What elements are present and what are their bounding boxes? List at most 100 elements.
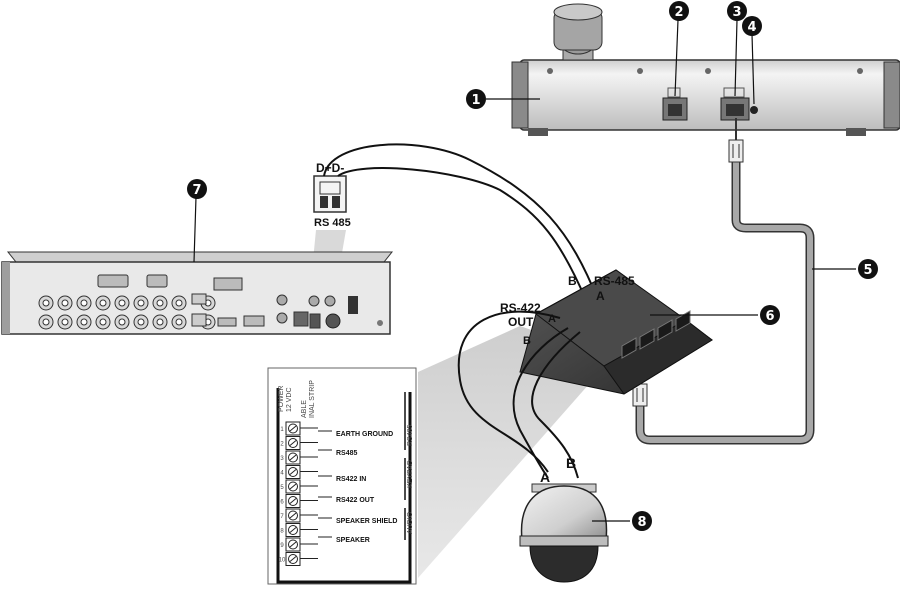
callout-5: 5: [858, 259, 878, 279]
hub-port: [657, 319, 673, 341]
leader-3: [734, 19, 738, 97]
bnc-connector-core: [99, 318, 107, 326]
terminal-row-label: RS422 OUT: [336, 497, 375, 504]
callout-7: 7: [187, 179, 207, 199]
terminal-screw-slot: [289, 483, 297, 490]
rs422-out-label-2: OUT: [508, 315, 534, 329]
callout-4: 4: [742, 16, 762, 36]
terminal-pin-number: 6: [280, 500, 284, 506]
bnc-connector-core: [175, 299, 183, 307]
svg-text:6: 6: [765, 309, 774, 324]
rs485-module-label: RS 485: [314, 217, 351, 229]
wire-a: [512, 327, 569, 479]
svg-text:7: 7: [192, 183, 201, 198]
svg-text:4: 4: [747, 20, 756, 35]
wire-module-d-plus: [323, 143, 599, 301]
terminal-pin-number: 8: [280, 529, 284, 535]
terminal-screw-slot: [289, 498, 297, 504]
rj45-plug-bottom: [632, 383, 648, 407]
terminal-pin-number: 5: [280, 485, 284, 491]
keyboard-port-3: [720, 87, 750, 121]
wire-b-label-top: B: [568, 274, 577, 288]
bnc-connector-core: [80, 318, 88, 326]
svg-text:5: 5: [863, 263, 872, 278]
terminal-screw-slot: [289, 527, 297, 533]
svg-text:2: 2: [674, 5, 683, 20]
wire-module-d-minus: [337, 167, 587, 301]
bnc-connector-core: [42, 318, 50, 326]
joystick: [553, 3, 603, 61]
terminal-screw-slot: [289, 454, 297, 461]
svg-text:8: 8: [637, 515, 646, 530]
rs485-hub-label: RS-485: [594, 274, 635, 288]
terminal-screw-slot: [289, 440, 297, 446]
wire-b: [531, 331, 581, 479]
terminal-screw-slot: [289, 512, 297, 519]
terminal-pin-number: 1: [280, 427, 284, 433]
wire-b-label-camera: B: [566, 455, 576, 471]
section-rs485: RS485: [407, 424, 414, 446]
terminal-row-label: SPEAKER: [336, 537, 370, 544]
bnc-connector-core: [61, 318, 69, 326]
callout-3: 3: [727, 1, 747, 21]
keyboard-controller: [511, 3, 900, 136]
terminal-row-label: RS485: [336, 450, 358, 457]
rs485-module: D+D- RS 485: [313, 161, 351, 229]
terminal-screw-slot: [289, 469, 297, 475]
bnc-connector-core: [175, 318, 183, 326]
callout-1: 1: [466, 89, 486, 109]
hub-port: [639, 328, 655, 350]
bnc-connector-core: [118, 318, 126, 326]
bnc-connector-core: [118, 299, 126, 307]
wire-a-label-camera: A: [540, 469, 550, 485]
leader-4: [751, 33, 755, 105]
terminal-strip-detail: POWER 12 VDC ABLE INAL STRIP RS485 KEYPA…: [267, 367, 417, 585]
module-pins-label: D+D-: [316, 161, 344, 175]
terminal-screw-slot: [289, 541, 297, 548]
leader-2: [674, 19, 679, 97]
svg-text:3: 3: [732, 5, 741, 20]
section-audio: AUDIO: [407, 511, 414, 534]
rs422-out-label-1: RS-422: [500, 301, 541, 315]
wire-b-label-mid: B: [523, 335, 531, 347]
junction-hub: [519, 269, 713, 395]
cable-header-1: ABLE: [301, 400, 308, 418]
wire-rs422-out: [457, 310, 561, 473]
callout-6: 6: [760, 305, 780, 325]
zoom-cone: [418, 326, 612, 578]
dvr-recorder: [1, 251, 394, 335]
bnc-connector-core: [137, 318, 145, 326]
power-header-2: 12 VDC: [286, 387, 293, 412]
callout-2: 2: [669, 1, 689, 21]
bnc-connector-core: [137, 299, 145, 307]
terminal-screw-slot: [289, 425, 297, 432]
keyboard-port-2: [662, 87, 688, 121]
bnc-connector-core: [156, 318, 164, 326]
bnc-connector-core: [156, 299, 164, 307]
cable-5: [635, 162, 815, 445]
rj45-plug-top: [728, 139, 744, 163]
dome-camera: [519, 483, 609, 583]
terminal-pin-number: 2: [280, 442, 284, 448]
svg-text:1: 1: [471, 93, 480, 108]
terminal-pin-number: 3: [280, 456, 284, 462]
section-keypad: KEYPAD: [407, 460, 414, 488]
callout-8: 8: [632, 511, 652, 531]
terminal-row-label: RS422 IN: [336, 476, 366, 483]
terminal-row-label: EARTH GROUND: [336, 431, 393, 438]
bnc-connector-core: [61, 299, 69, 307]
keyboard-power-jack: [750, 106, 758, 114]
leader-7: [193, 196, 197, 263]
wire-a-label-mid: A: [548, 313, 556, 325]
hub-port: [675, 310, 691, 332]
terminal-pin-number: 7: [280, 514, 284, 520]
power-header-1: POWER: [278, 386, 285, 412]
terminal-row-label: SPEAKER SHIELD: [336, 518, 397, 525]
terminal-screw-slot: [289, 556, 297, 562]
bnc-connector-core: [42, 299, 50, 307]
terminal-pin-number: 10: [279, 558, 286, 564]
bnc-connector-core: [80, 299, 88, 307]
cable-header-2: INAL STRIP: [309, 380, 316, 418]
terminal-pin-number: 9: [280, 543, 284, 549]
